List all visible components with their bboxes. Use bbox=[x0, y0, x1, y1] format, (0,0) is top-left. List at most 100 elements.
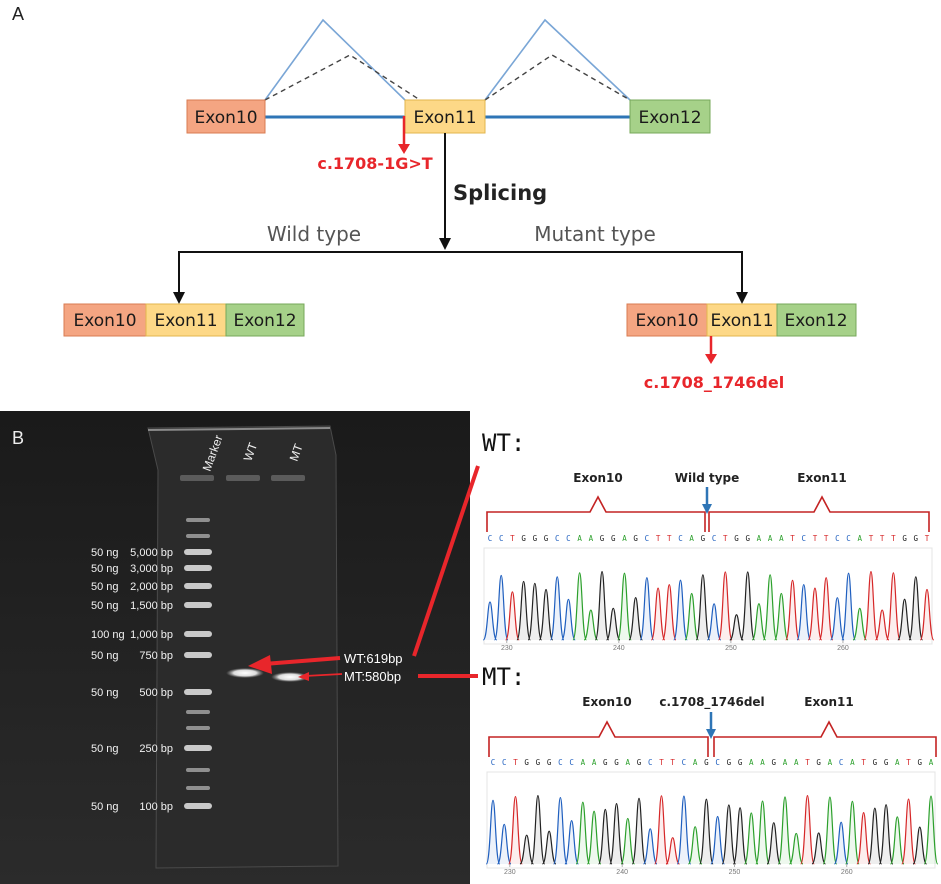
chromatogram-peak bbox=[755, 800, 770, 865]
base-call: T bbox=[659, 758, 664, 767]
chromatogram-peak bbox=[665, 837, 681, 865]
chromatogram-peak bbox=[628, 597, 643, 641]
base-call: G bbox=[873, 758, 878, 767]
deletion-arrowhead bbox=[705, 354, 717, 364]
base-call: C bbox=[645, 534, 650, 543]
base-call: G bbox=[544, 534, 549, 543]
chromatogram-peak bbox=[729, 614, 744, 641]
base-call: C bbox=[682, 758, 687, 767]
base-call: G bbox=[816, 758, 821, 767]
base-call: A bbox=[749, 758, 754, 767]
base-call: T bbox=[805, 758, 810, 767]
chromatogram-peak bbox=[889, 816, 905, 865]
base-call: C bbox=[712, 534, 717, 543]
chromatogram-peak bbox=[856, 812, 871, 865]
wt-seq-brace-left bbox=[486, 495, 706, 532]
ladder-band bbox=[184, 652, 212, 658]
chromatogram-peak bbox=[833, 821, 849, 865]
canonical-splice-arc-2 bbox=[484, 18, 631, 101]
chromatogram-peak bbox=[527, 582, 543, 641]
base-call: G bbox=[902, 534, 907, 543]
base-call: G bbox=[734, 534, 739, 543]
gel-top-edge bbox=[147, 427, 331, 431]
ladder-band bbox=[184, 565, 212, 571]
chromatogram-peak bbox=[878, 804, 894, 865]
chromatogram-peak bbox=[609, 803, 624, 865]
base-call: A bbox=[592, 758, 597, 767]
chromatogram-peak bbox=[874, 609, 890, 641]
base-call: T bbox=[790, 534, 795, 543]
wt-seq-header: WT: bbox=[482, 429, 525, 457]
chromatogram-peak bbox=[867, 807, 883, 865]
chromatogram-peak bbox=[807, 587, 823, 641]
chromatogram-peak bbox=[519, 834, 535, 865]
wt-exon12-label: Exon12 bbox=[233, 311, 296, 331]
base-call: A bbox=[689, 534, 694, 543]
chromatogram-peak bbox=[897, 598, 912, 641]
base-call: C bbox=[715, 758, 720, 767]
wt-chromatogram bbox=[482, 571, 935, 641]
wt-band-pointer-head bbox=[248, 655, 272, 674]
chromatogram-peak bbox=[800, 795, 815, 865]
lane-label-wt: WT bbox=[241, 440, 261, 463]
alt-splice-arc-1 bbox=[264, 54, 421, 101]
base-call: T bbox=[667, 534, 672, 543]
base-call: G bbox=[701, 534, 706, 543]
ladder-amount: 50 ng bbox=[91, 600, 119, 612]
base-call: A bbox=[783, 758, 788, 767]
position-tick-label: 250 bbox=[725, 645, 737, 652]
base-call: A bbox=[858, 534, 863, 543]
position-tick-label: 240 bbox=[616, 869, 628, 876]
base-call: T bbox=[670, 758, 675, 767]
chromatogram-peak bbox=[549, 576, 565, 641]
base-call: C bbox=[569, 758, 574, 767]
base-call: A bbox=[760, 758, 765, 767]
chromatogram-peak bbox=[482, 601, 498, 641]
chromatogram-peak bbox=[919, 588, 935, 641]
mutant-type-label: Mutant type bbox=[534, 222, 656, 246]
ladder-size: 100 bp bbox=[139, 801, 173, 813]
chromatogram-peak bbox=[845, 800, 860, 865]
base-call: T bbox=[513, 758, 518, 767]
chromatogram-peak bbox=[717, 571, 733, 641]
chromatogram-peak bbox=[684, 592, 700, 641]
ladder-size: 1,000 bp bbox=[130, 629, 173, 641]
panel-a: A Exon10 Exon11 Exon12 c.1708-1G>T Splic… bbox=[12, 4, 857, 392]
base-call: G bbox=[633, 534, 638, 543]
chromatogram-peak bbox=[732, 807, 748, 865]
chromatogram-peak bbox=[594, 571, 610, 641]
ladder-size: 500 bp bbox=[139, 687, 173, 699]
mt-band-label: MT:580bp bbox=[344, 669, 401, 684]
ladder-band-faint bbox=[186, 786, 210, 790]
base-call: G bbox=[611, 534, 616, 543]
gene-exon11-label: Exon11 bbox=[413, 108, 476, 128]
mt-seq-marker-head bbox=[706, 729, 716, 739]
lane-label-mt: MT bbox=[287, 441, 306, 463]
well-wt bbox=[226, 475, 260, 481]
canonical-splice-arc-1 bbox=[264, 18, 406, 101]
base-call: T bbox=[861, 758, 866, 767]
wt-band-pointer-line bbox=[263, 656, 341, 666]
base-call: T bbox=[510, 534, 515, 543]
wt-exon10-label: Exon10 bbox=[73, 311, 136, 331]
chromatogram-peak bbox=[710, 815, 725, 865]
base-call: G bbox=[521, 534, 526, 543]
gene-exon10-box bbox=[186, 99, 266, 134]
chromatogram-peak bbox=[774, 592, 789, 641]
chromatogram-peak bbox=[818, 577, 834, 641]
gene-exon12-label: Exon12 bbox=[638, 108, 701, 128]
chromatogram-peak bbox=[777, 796, 793, 865]
base-call: G bbox=[704, 758, 709, 767]
ladder-band-faint bbox=[186, 534, 210, 538]
base-call: A bbox=[622, 534, 627, 543]
mt-exon12-box bbox=[776, 303, 857, 337]
base-call: A bbox=[768, 534, 773, 543]
chromatogram-peak bbox=[561, 598, 576, 641]
chromatogram-peak bbox=[605, 607, 621, 641]
